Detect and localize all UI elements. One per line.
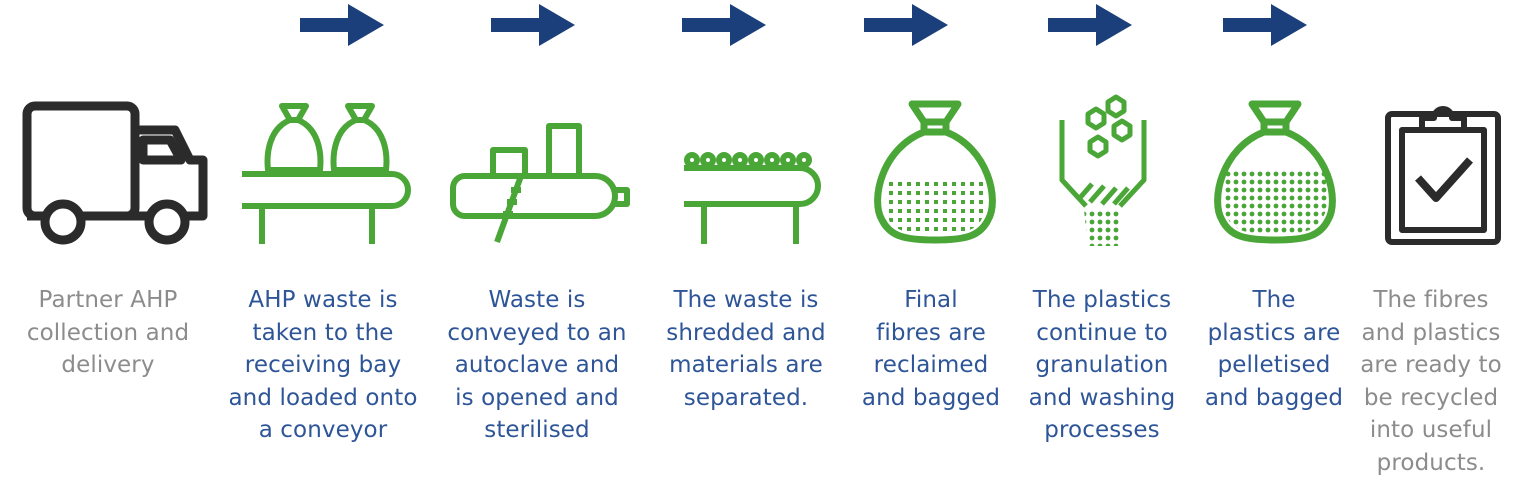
autoclave-icon: [450, 123, 630, 244]
pellet-bag-icon: [1214, 100, 1336, 244]
arrow-right-icon: [864, 4, 948, 46]
truck-icon: [22, 101, 208, 245]
step-caption: Final fibres are reclaimed and bagged: [861, 287, 1001, 411]
step-caption: The plastics are pelletised and bagged: [1204, 287, 1344, 411]
shredder-conveyor-icon: [684, 152, 821, 244]
arrow-right-icon: [300, 4, 384, 46]
arrow-right-icon: [682, 4, 766, 46]
granulator-icon: [1059, 94, 1147, 246]
arrow-right-icon: [491, 4, 575, 46]
fibre-bag-icon: [874, 100, 996, 244]
step-caption: The plastics continue to granulation and…: [1028, 287, 1176, 443]
step-caption: The waste is shredded and materials are …: [666, 287, 826, 411]
step-caption: The fibres and plastics are ready to be …: [1360, 287, 1502, 476]
step-caption: AHP waste is taken to the receiving bay …: [228, 287, 418, 443]
arrow-right-icon: [1048, 4, 1132, 46]
arrow-right-icon: [1223, 4, 1307, 46]
step-caption: Waste is conveyed to an autoclave and is…: [447, 287, 627, 443]
clipboard-check-icon: [1385, 106, 1501, 245]
bags-on-conveyor-icon: [242, 103, 411, 244]
step-caption: Partner AHP collection and delivery: [26, 287, 190, 378]
